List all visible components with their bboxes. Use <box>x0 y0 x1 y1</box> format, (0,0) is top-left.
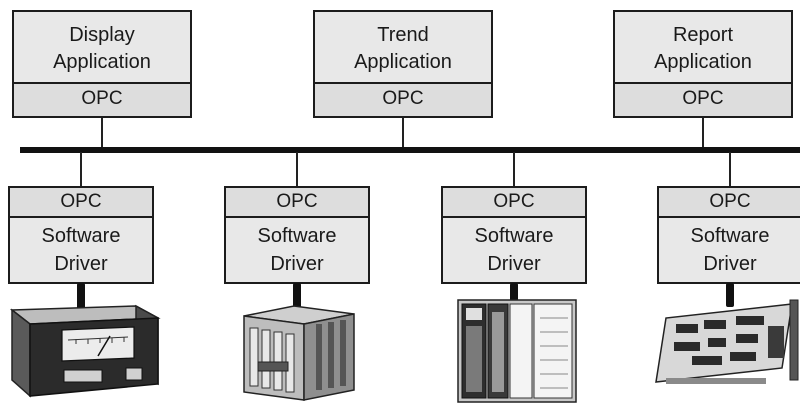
application-name-line2: Application <box>53 51 151 73</box>
driver-opc-interface: OPC <box>10 188 152 218</box>
software-driver-box: OPC Software Driver <box>441 186 587 284</box>
application-name-line2: Application <box>354 51 452 73</box>
app-connector-line <box>402 118 404 148</box>
device-cable <box>510 283 518 305</box>
application-name-line2: Application <box>654 51 752 73</box>
driver-name-line2: Driver <box>54 253 108 275</box>
driver-name-line1: Software <box>474 225 554 247</box>
driver-connector-line <box>513 152 515 187</box>
application-name-line1: Display <box>69 24 135 46</box>
panel-meter-icon <box>9 304 161 398</box>
driver-name-line1: Software <box>257 225 337 247</box>
device-cable <box>293 283 301 311</box>
driver-name-line2: Driver <box>703 253 757 275</box>
driver-name-line1: Software <box>690 225 770 247</box>
driver-opc-interface: OPC <box>226 188 368 218</box>
plc-rack-icon <box>457 299 577 403</box>
software-driver-box: OPC Software Driver <box>224 186 370 284</box>
application-name-line1: Trend <box>377 24 429 46</box>
driver-name-line1: Software <box>41 225 121 247</box>
device-cable <box>726 283 734 307</box>
software-driver-box: OPC Software Driver <box>657 186 800 284</box>
application-opc-interface: OPC <box>615 82 791 116</box>
app-connector-line <box>101 118 103 148</box>
controller-chassis-icon <box>243 305 355 401</box>
application-opc-interface: OPC <box>14 82 190 116</box>
network-bus <box>20 147 800 153</box>
application-opc-interface: OPC <box>315 82 491 116</box>
software-driver-box: OPC Software Driver <box>8 186 154 284</box>
driver-name-line2: Driver <box>270 253 324 275</box>
driver-opc-interface: OPC <box>443 188 585 218</box>
driver-connector-line <box>296 152 298 187</box>
driver-connector-line <box>80 152 82 187</box>
trend-application-box: Trend Application OPC <box>313 10 493 118</box>
interface-card-icon <box>655 299 799 384</box>
device-cable <box>77 283 85 309</box>
driver-opc-interface: OPC <box>659 188 800 218</box>
driver-connector-line <box>729 152 731 187</box>
application-name-line1: Report <box>672 24 734 46</box>
report-application-box: Report Application OPC <box>613 10 793 118</box>
app-connector-line <box>702 118 704 148</box>
display-application-box: Display Application OPC <box>12 10 192 118</box>
driver-name-line2: Driver <box>487 253 541 275</box>
